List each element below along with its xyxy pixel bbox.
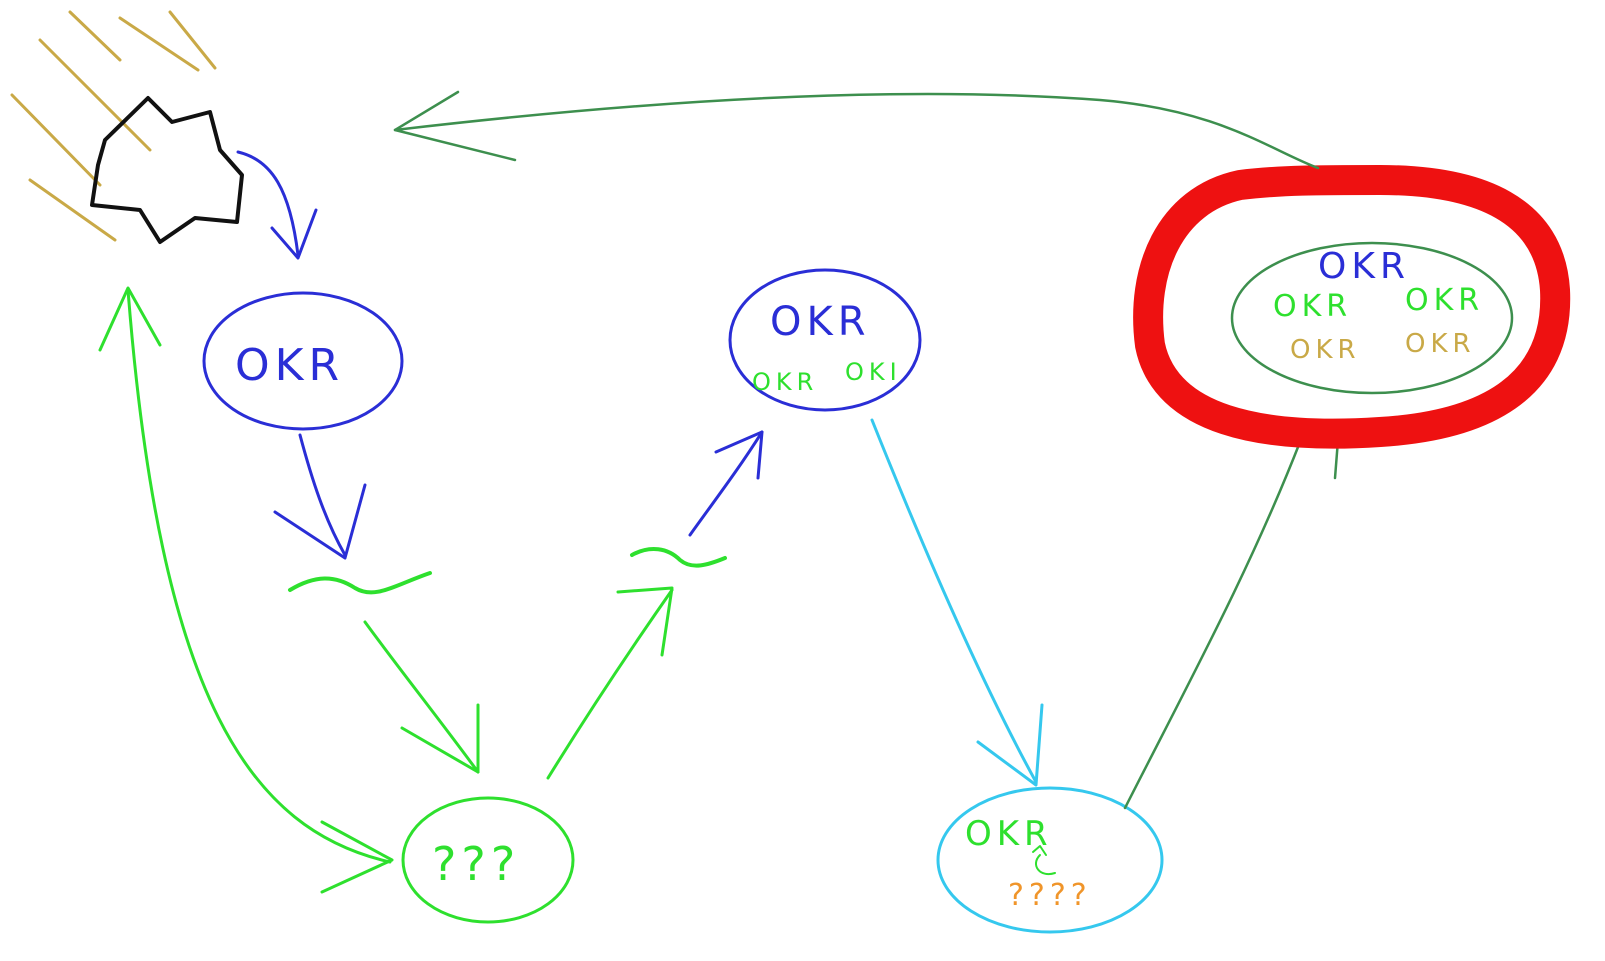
arrow-squiggle-to-unknown [363,620,480,774]
okr-middle-sub-right: OKI [845,358,902,386]
okr-final-top: OKR [1318,246,1410,287]
star-burst-icon [90,96,244,244]
arrow-star-to-okr [236,150,318,260]
arrow-okr-final-to-star [393,90,1320,170]
arrow-okr-to-squiggle [273,433,367,560]
motion-lines [10,10,217,242]
tilde-squiggle-icon [288,571,432,595]
okr-middle-label: OKR [770,299,871,345]
okr-middle-sub-left: OKR [752,368,818,396]
okr-final-mid-left: OKR [1273,289,1352,324]
arrow-unknown-to-star [98,286,394,894]
arrow-squiggle-to-okr-middle [688,430,764,537]
okr-final-mid-right: OKR [1405,283,1484,318]
okr-final-low-right: OKR [1405,329,1476,359]
unknown-left-label: ??? [432,837,520,891]
okr-right-bottom-label: OKR [965,814,1053,854]
arrow-okr-bottom-to-final [1123,438,1340,810]
arrow-okr-middle-to-okr-bottom [870,418,1044,787]
okr-right-bottom-node [936,786,1164,934]
okr-final-node [1230,241,1514,395]
red-highlight-circle [1133,165,1571,449]
exchange-arrows-icon [1032,845,1056,876]
okr-middle-node [728,268,922,412]
unknown-left-node [401,796,575,924]
arrow-unknown-to-squiggle [546,586,674,780]
okr-start-label: OKR [235,340,344,391]
okr-final-low-left: OKR [1290,335,1361,365]
okr-right-bottom-unknown: ???? [1008,878,1092,913]
okr-start-node [202,291,404,431]
tilde-squiggle-icon-2 [630,547,727,568]
